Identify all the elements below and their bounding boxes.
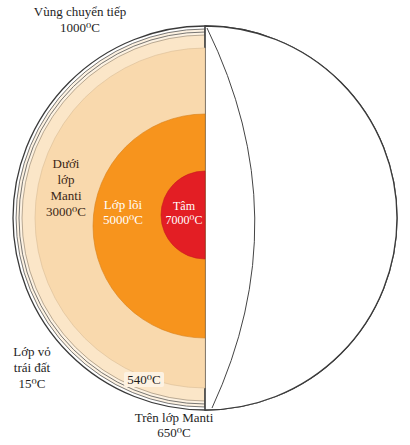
inner-core-layer: Tâm 7000⁰C [161,171,249,259]
temperature-label: Vùng chuyển tiếp 1000⁰C [22,4,138,36]
temperature-label: 540⁰C [124,372,164,387]
inner-core-half-disc [161,171,205,259]
earth-surface [13,26,397,410]
temperature-label: Lớp vỏ trái đất 15⁰C [4,344,60,392]
outer-core-half-disc [93,114,205,338]
layer-label: Lớp lõi 5000⁰C [100,197,146,227]
sphere-cover [205,26,397,410]
temperature-label: Trên lớp Manti 650⁰C [124,410,224,440]
label-holder: 540⁰C [124,372,164,387]
layer-label: Dưới lớp Manti 3000⁰C [44,156,88,220]
label-holder: Vùng chuyển tiếp 1000⁰C [22,4,138,36]
label-holder: Lớp vỏ trái đất 15⁰C [4,344,60,392]
label-holder: Trên lớp Manti 650⁰C [124,410,224,440]
outer-core-layer: Lớp lõi 5000⁰C Tâm 7000⁰C [93,114,317,338]
layer-label: Tâm 7000⁰C [164,199,204,227]
cut-edge [207,28,255,408]
lower-mantle-half-disc [35,48,205,388]
lower-mantle-layer: Dưới lớp Manti 3000⁰C Lớp lõi 5000⁰C Tâm 7… [35,48,375,388]
